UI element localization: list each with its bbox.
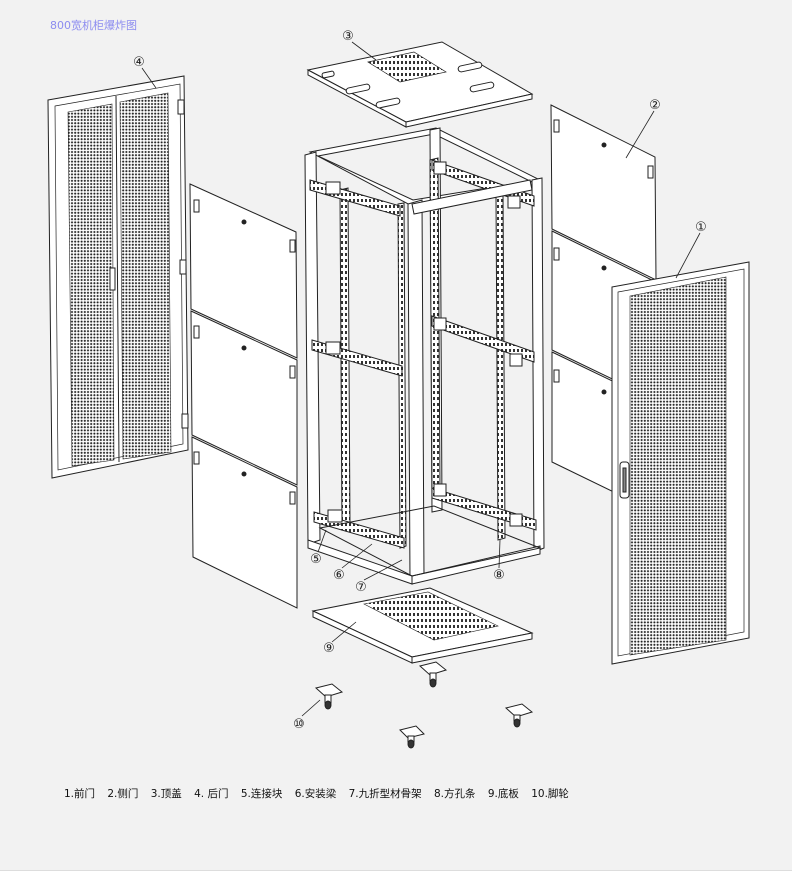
callout-7: ⑦ xyxy=(355,580,367,595)
legend-item: 2.侧门 xyxy=(107,788,139,800)
callout-9: ⑨ xyxy=(323,641,335,656)
leader-lines xyxy=(141,41,701,717)
legend-item: 5.连接块 xyxy=(240,788,283,800)
legend-item: 7.九折型材骨架 xyxy=(348,788,422,800)
callout-2: ② xyxy=(649,98,661,113)
callout-5: ⑤ xyxy=(310,552,322,567)
callout-3: ③ xyxy=(342,29,354,44)
rear-door xyxy=(47,75,189,479)
callout-1: ① xyxy=(695,220,707,235)
caster-2 xyxy=(418,661,448,688)
legend-item: 3.顶盖 xyxy=(150,788,182,800)
parts-legend: 1.前门 2.侧门 3.顶盖 4. 后门 5.连接块 6.安装梁 7.九折型材骨… xyxy=(64,786,578,801)
caster-4 xyxy=(504,703,534,728)
caster-1 xyxy=(314,683,344,710)
callout-8: ⑧ xyxy=(493,568,505,583)
front-door xyxy=(611,261,750,665)
legend-item: 1.前门 xyxy=(64,788,96,800)
top-cover xyxy=(306,41,534,128)
legend-item: 10.脚轮 xyxy=(531,788,569,800)
legend-item: 6.安装梁 xyxy=(294,788,337,800)
callout-4: ④ xyxy=(133,55,145,70)
callout-6: ⑥ xyxy=(333,568,345,583)
casters xyxy=(314,661,534,749)
left-side-panels xyxy=(189,183,298,609)
caster-3 xyxy=(399,725,425,749)
base-plate xyxy=(311,587,534,664)
cabinet-frame xyxy=(304,127,545,585)
diagram-title: 800宽机柜爆炸图 xyxy=(50,19,137,32)
callout-10: ⑩ xyxy=(293,717,305,732)
legend-item: 4. 后门 xyxy=(194,788,229,800)
legend-item: 8.方孔条 xyxy=(433,788,476,800)
legend-item: 9.底板 xyxy=(487,788,519,800)
